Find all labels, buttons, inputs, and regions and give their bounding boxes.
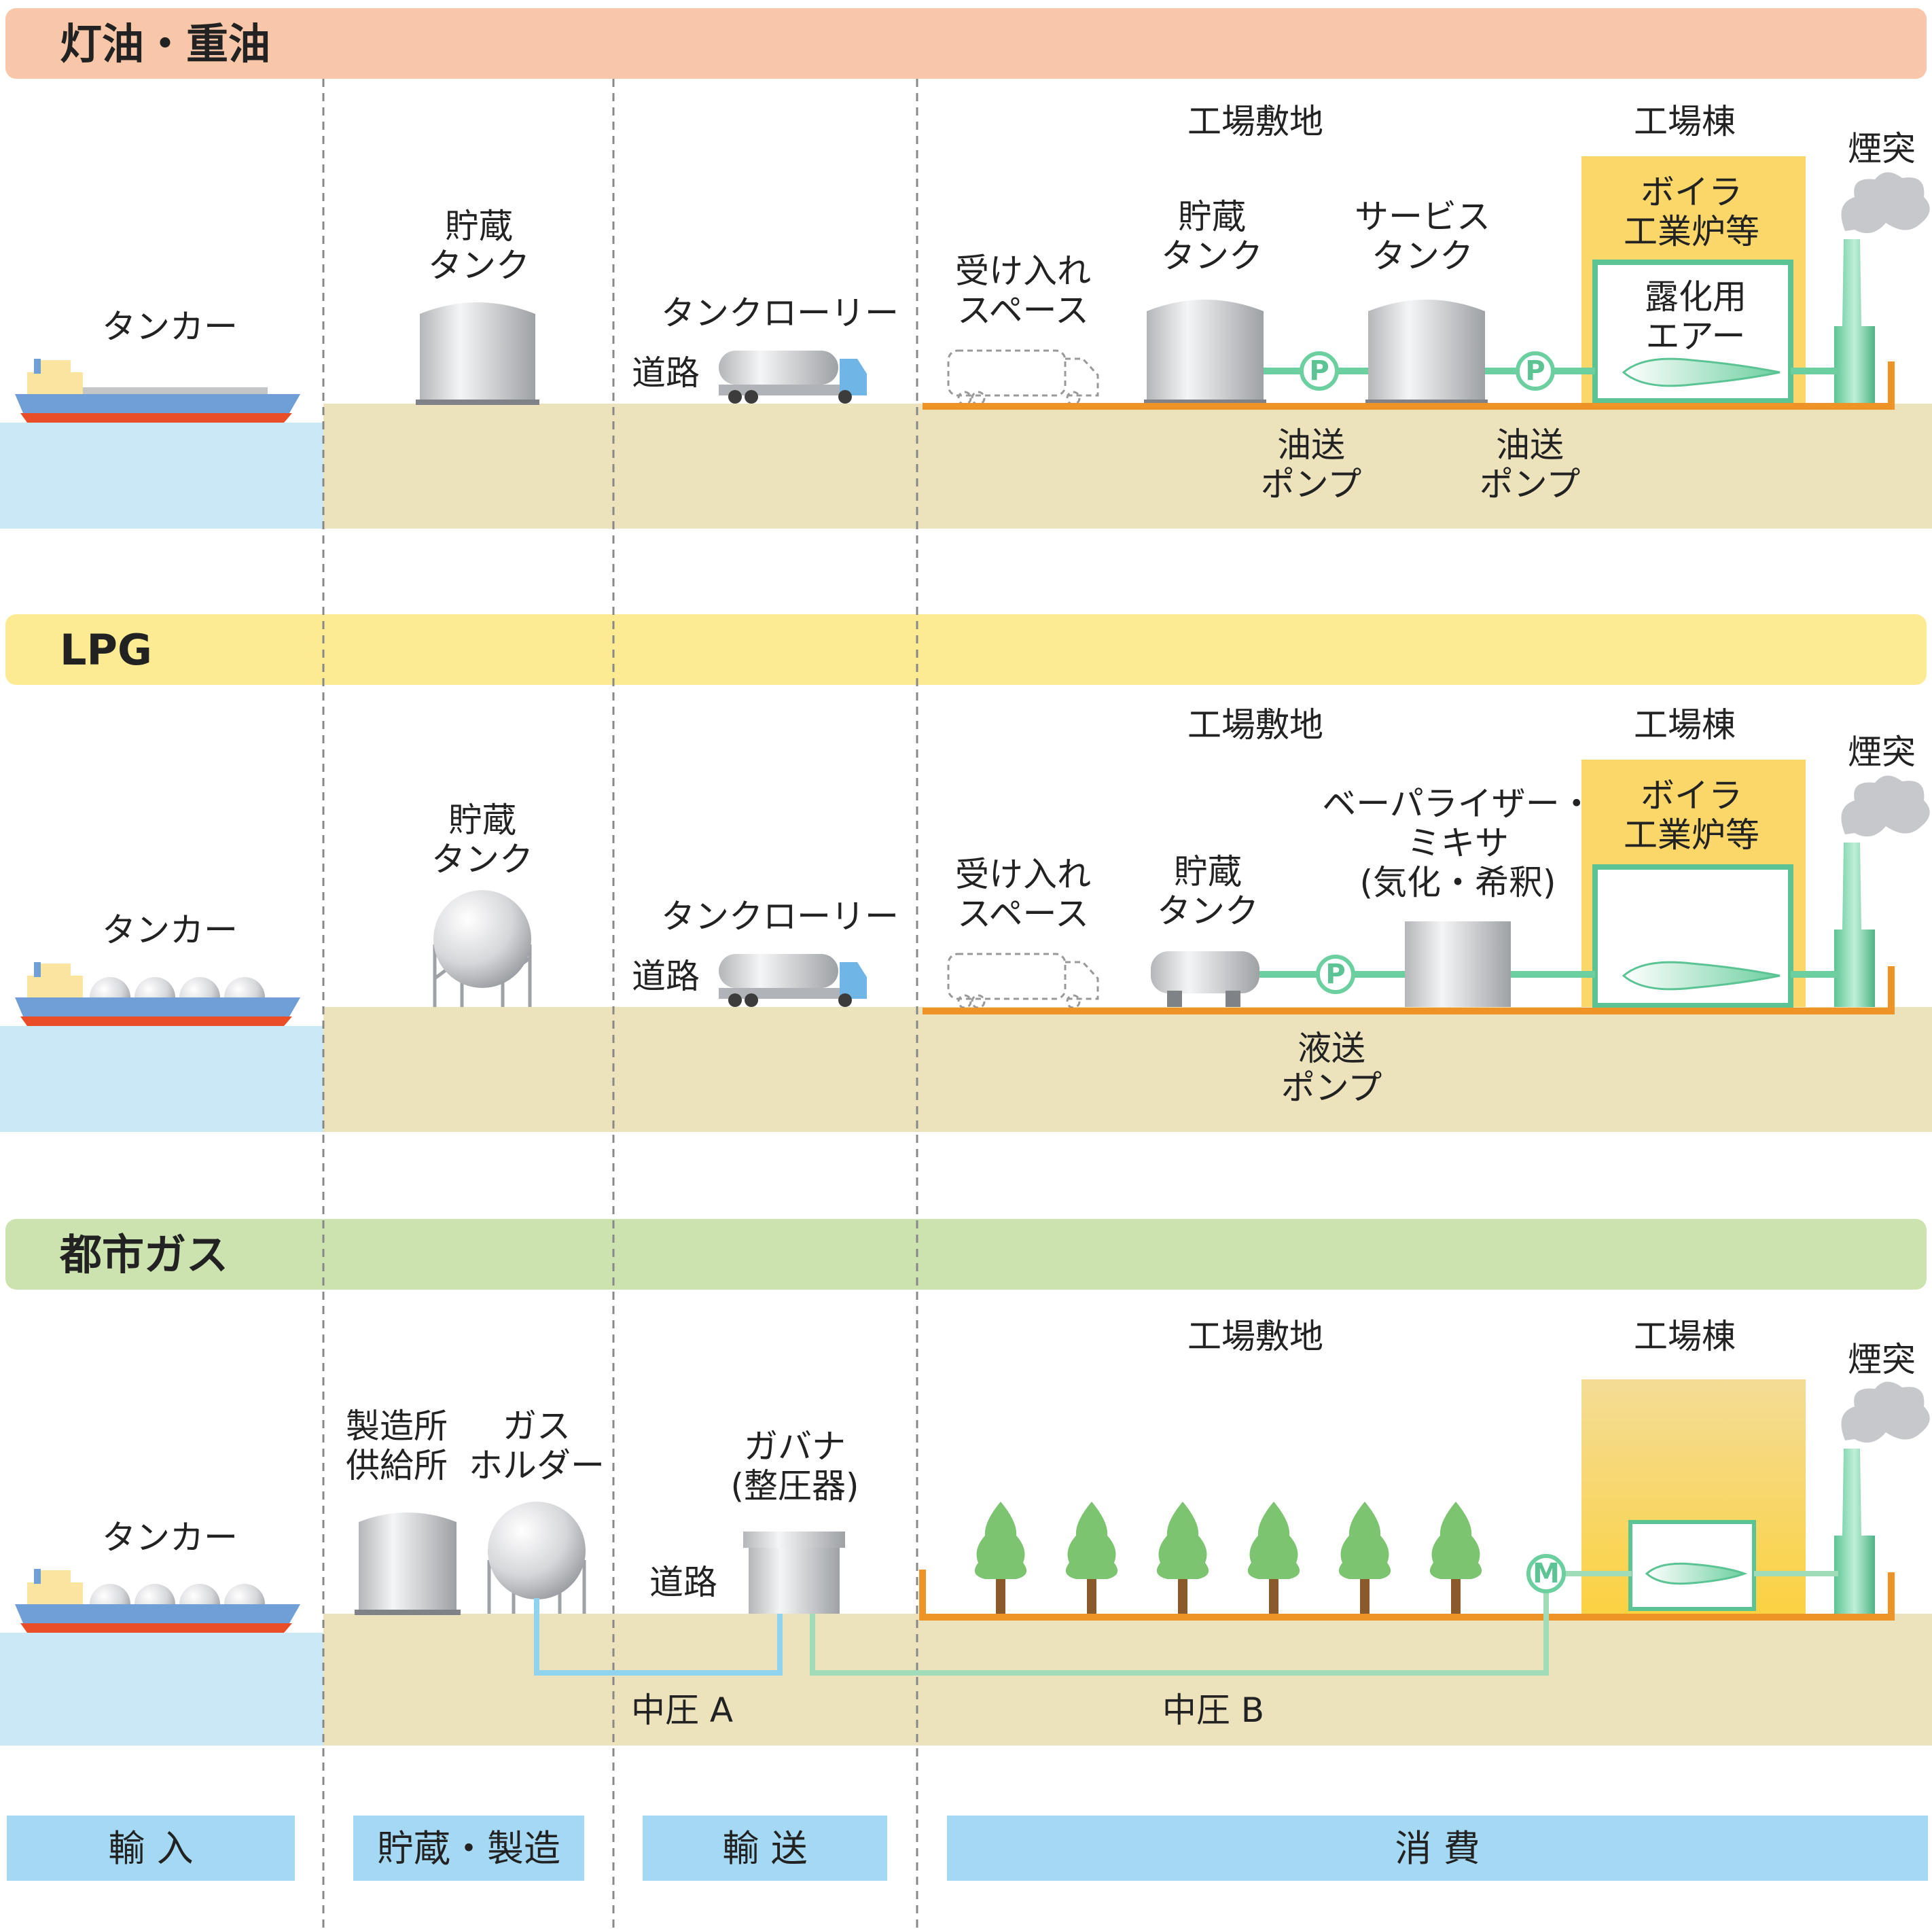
plant-supply-tank-3 — [355, 1512, 461, 1615]
label-site-storage-tank-1: 貯蔵 タンク — [1161, 197, 1263, 276]
label-factory-building-1: 工場棟 — [1634, 102, 1736, 141]
label-chimney-2: 煙突 — [1848, 732, 1916, 772]
site-boundary-1 — [923, 361, 1895, 410]
stage-label-storage: 貯蔵・製造 — [377, 1827, 560, 1870]
site-boundary-2 — [923, 966, 1895, 1014]
label-factory-site-3: 工場敷地 — [1187, 1317, 1323, 1356]
band-lpg — [5, 614, 1927, 685]
label-factory-site-2: 工場敷地 — [1187, 705, 1323, 745]
stage-box-transport — [643, 1816, 887, 1881]
meter-symbol: M — [1533, 1558, 1560, 1589]
label-site-storage-tank-2: 貯蔵 タンク — [1157, 852, 1259, 931]
label-tanker-1: タンカー — [102, 307, 238, 347]
gas-meter-symbol — [1526, 1554, 1566, 1593]
chimney-3 — [1834, 1381, 1930, 1614]
pipe-medium-pressure-a — [534, 1598, 783, 1676]
receiving-space-2 — [947, 953, 1099, 1009]
horizontal-tank-2 — [1151, 951, 1259, 1007]
oil-pump-1-symbol — [1300, 351, 1339, 391]
label-chimney-3: 煙突 — [1848, 1340, 1916, 1379]
label-tank-lorry-2: タンクローリー — [661, 897, 899, 936]
spherical-tank-2 — [433, 890, 532, 1007]
stage-box-consumption — [947, 1816, 1928, 1881]
stage-box-storage — [353, 1816, 584, 1881]
trees-3 — [974, 1502, 1482, 1614]
factory-building-3 — [1581, 1379, 1806, 1614]
stage-label-import: 輸 入 — [108, 1827, 194, 1870]
label-liquid-pump: 液送 ポンプ — [1281, 1029, 1382, 1108]
label-receiving-space-2: 受け入れ スペース — [955, 855, 1091, 934]
label-tanker-3: タンカー — [102, 1518, 238, 1557]
label-vaporizer: ベーパライザー・ ミキサ (気化・希釈) — [1322, 784, 1594, 902]
label-medium-pressure-b: 中圧 B — [1162, 1691, 1265, 1730]
section-title-kerosene: 灯油・重油 — [60, 19, 271, 69]
tank-lorry-2 — [719, 954, 867, 1007]
label-plant-supply: 製造所 供給所 — [346, 1406, 448, 1485]
band-city-gas — [5, 1219, 1927, 1290]
ground-row-1 — [0, 404, 1932, 529]
label-oil-pump-1: 油送 ポンプ — [1260, 425, 1362, 504]
section-title-city-gas: 都市ガス — [60, 1230, 229, 1279]
stage-label-transport: 輸 送 — [722, 1827, 808, 1870]
stage-label-consumption: 消 費 — [1395, 1827, 1480, 1870]
storage-tank-1 — [416, 302, 539, 405]
gas-holder-3 — [487, 1502, 586, 1614]
label-tank-lorry-1: タンクローリー — [661, 294, 899, 333]
pump-symbol-1: P — [1309, 355, 1329, 387]
ground-row-3 — [0, 1614, 1932, 1746]
label-storage-tank-1: 貯蔵 タンク — [428, 207, 530, 285]
boiler-building-1 — [1581, 156, 1806, 404]
label-chimney-1: 煙突 — [1848, 129, 1916, 169]
section-title-lpg: LPG — [60, 625, 152, 675]
label-road-3: 道路 — [649, 1563, 717, 1602]
label-factory-site-1: 工場敷地 — [1187, 102, 1323, 141]
band-kerosene — [5, 8, 1927, 79]
label-oil-pump-2: 油送 ポンプ — [1479, 425, 1581, 504]
stage-dividers — [322, 79, 918, 1929]
label-atomizing-air: 露化用 エアー — [1645, 277, 1747, 356]
label-road-2: 道路 — [632, 957, 700, 996]
label-medium-pressure-a: 中圧 A — [630, 1691, 734, 1730]
boiler-building-2 — [1581, 760, 1806, 1008]
oil-pump-2-symbol — [1516, 351, 1555, 391]
label-service-tank-1: サービス タンク — [1355, 197, 1490, 276]
label-factory-building-2: 工場棟 — [1634, 705, 1736, 745]
label-storage-tank-2: 貯蔵 タンク — [431, 800, 533, 879]
ground-row-2 — [0, 1007, 1932, 1132]
label-governor: ガバナ (整圧器) — [730, 1427, 859, 1506]
label-factory-building-3: 工場棟 — [1634, 1317, 1736, 1356]
label-gas-holder: ガス ホルダー — [469, 1406, 605, 1485]
label-tanker-2: タンカー — [102, 910, 238, 950]
governor-3 — [743, 1532, 845, 1614]
chimney-1 — [1834, 172, 1930, 404]
label-road-1: 道路 — [632, 353, 700, 393]
label-boiler-2: ボイラ 工業炉等 — [1624, 776, 1759, 855]
liquid-pump-symbol — [1316, 955, 1355, 994]
service-tank-1 — [1365, 300, 1488, 405]
label-boiler-1: ボイラ 工業炉等 — [1624, 173, 1759, 251]
vaporizer-2 — [1405, 921, 1511, 1007]
pump-symbol-2: P — [1525, 355, 1545, 387]
tanker-ship-2 — [15, 962, 300, 1026]
site-storage-tank-1 — [1144, 300, 1266, 405]
label-receiving-space-1: 受け入れ スペース — [955, 251, 1091, 330]
tanker-ship-3 — [15, 1569, 300, 1633]
pump-symbol-3: P — [1325, 959, 1346, 990]
tanker-ship-1 — [15, 359, 300, 423]
receiving-space-1 — [947, 349, 1099, 406]
tank-lorry-1 — [719, 351, 867, 404]
stage-box-import — [7, 1816, 295, 1881]
chimney-2 — [1834, 775, 1930, 1007]
site-boundary-3 — [919, 1570, 1895, 1621]
